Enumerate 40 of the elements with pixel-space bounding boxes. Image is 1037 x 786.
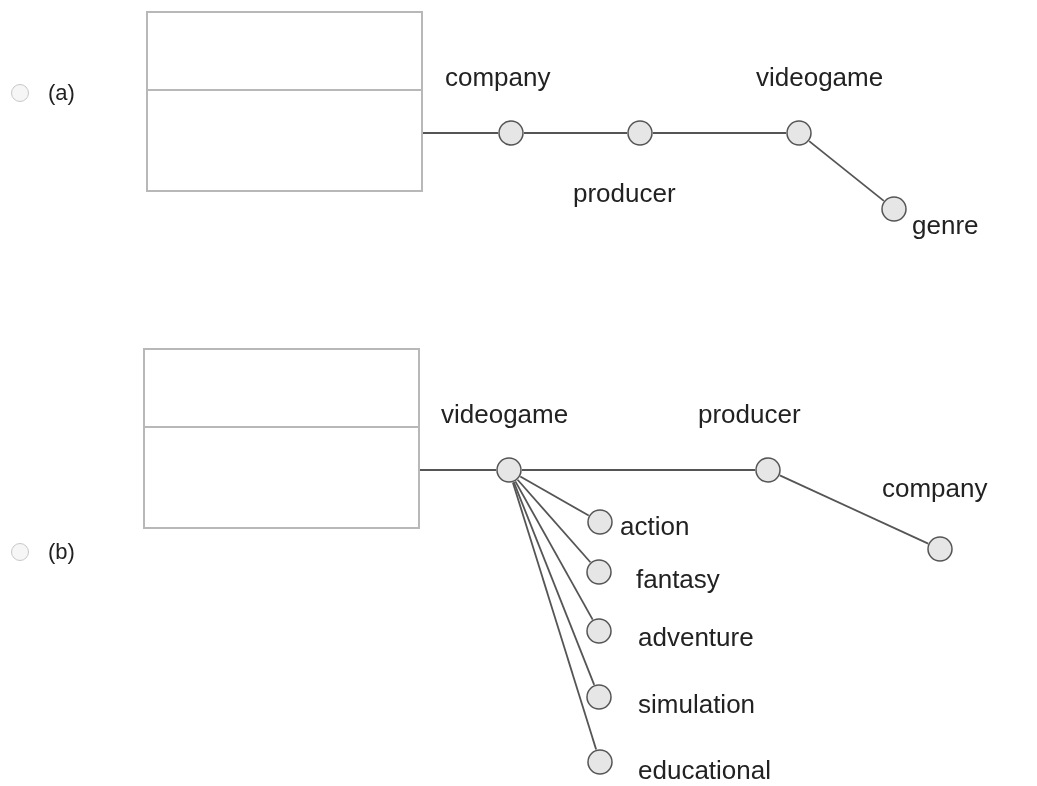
circle-node [586, 684, 612, 710]
circle-node [586, 618, 612, 644]
node-label: action [620, 513, 690, 539]
connector-line [519, 475, 590, 517]
connector-line [523, 132, 628, 134]
node-label: videogame [756, 64, 884, 90]
circle-node [755, 457, 781, 483]
circle-node [927, 536, 953, 562]
circle-node [627, 120, 653, 146]
connector-line [516, 478, 592, 564]
node-label: producer [698, 401, 801, 427]
connector-line [511, 481, 598, 751]
connector-line [808, 140, 885, 202]
node-label: company [445, 64, 551, 90]
circle-node [496, 457, 522, 483]
table-box [143, 348, 420, 529]
connector-line [419, 469, 497, 471]
node-label: videogame [441, 401, 569, 427]
node-label: adventure [638, 624, 754, 650]
option-label: (b) [48, 541, 75, 563]
node-label: genre [912, 212, 979, 238]
circle-node [881, 196, 907, 222]
circle-node [587, 509, 613, 535]
option-label: (a) [48, 82, 75, 104]
node-label: producer [573, 180, 676, 206]
node-label: fantasy [636, 566, 720, 592]
connector-line [652, 132, 787, 134]
circle-node [498, 120, 524, 146]
circle-node [587, 749, 613, 775]
node-label: company [882, 475, 988, 501]
connector-line [521, 469, 756, 471]
circle-node [786, 120, 812, 146]
connector-line [514, 480, 594, 621]
connector-line [778, 474, 930, 545]
node-label: simulation [638, 691, 756, 717]
connector-line [512, 481, 596, 686]
circle-node [586, 559, 612, 585]
table-box [146, 11, 423, 192]
connector-line [422, 132, 499, 134]
node-label: educational [638, 757, 771, 783]
